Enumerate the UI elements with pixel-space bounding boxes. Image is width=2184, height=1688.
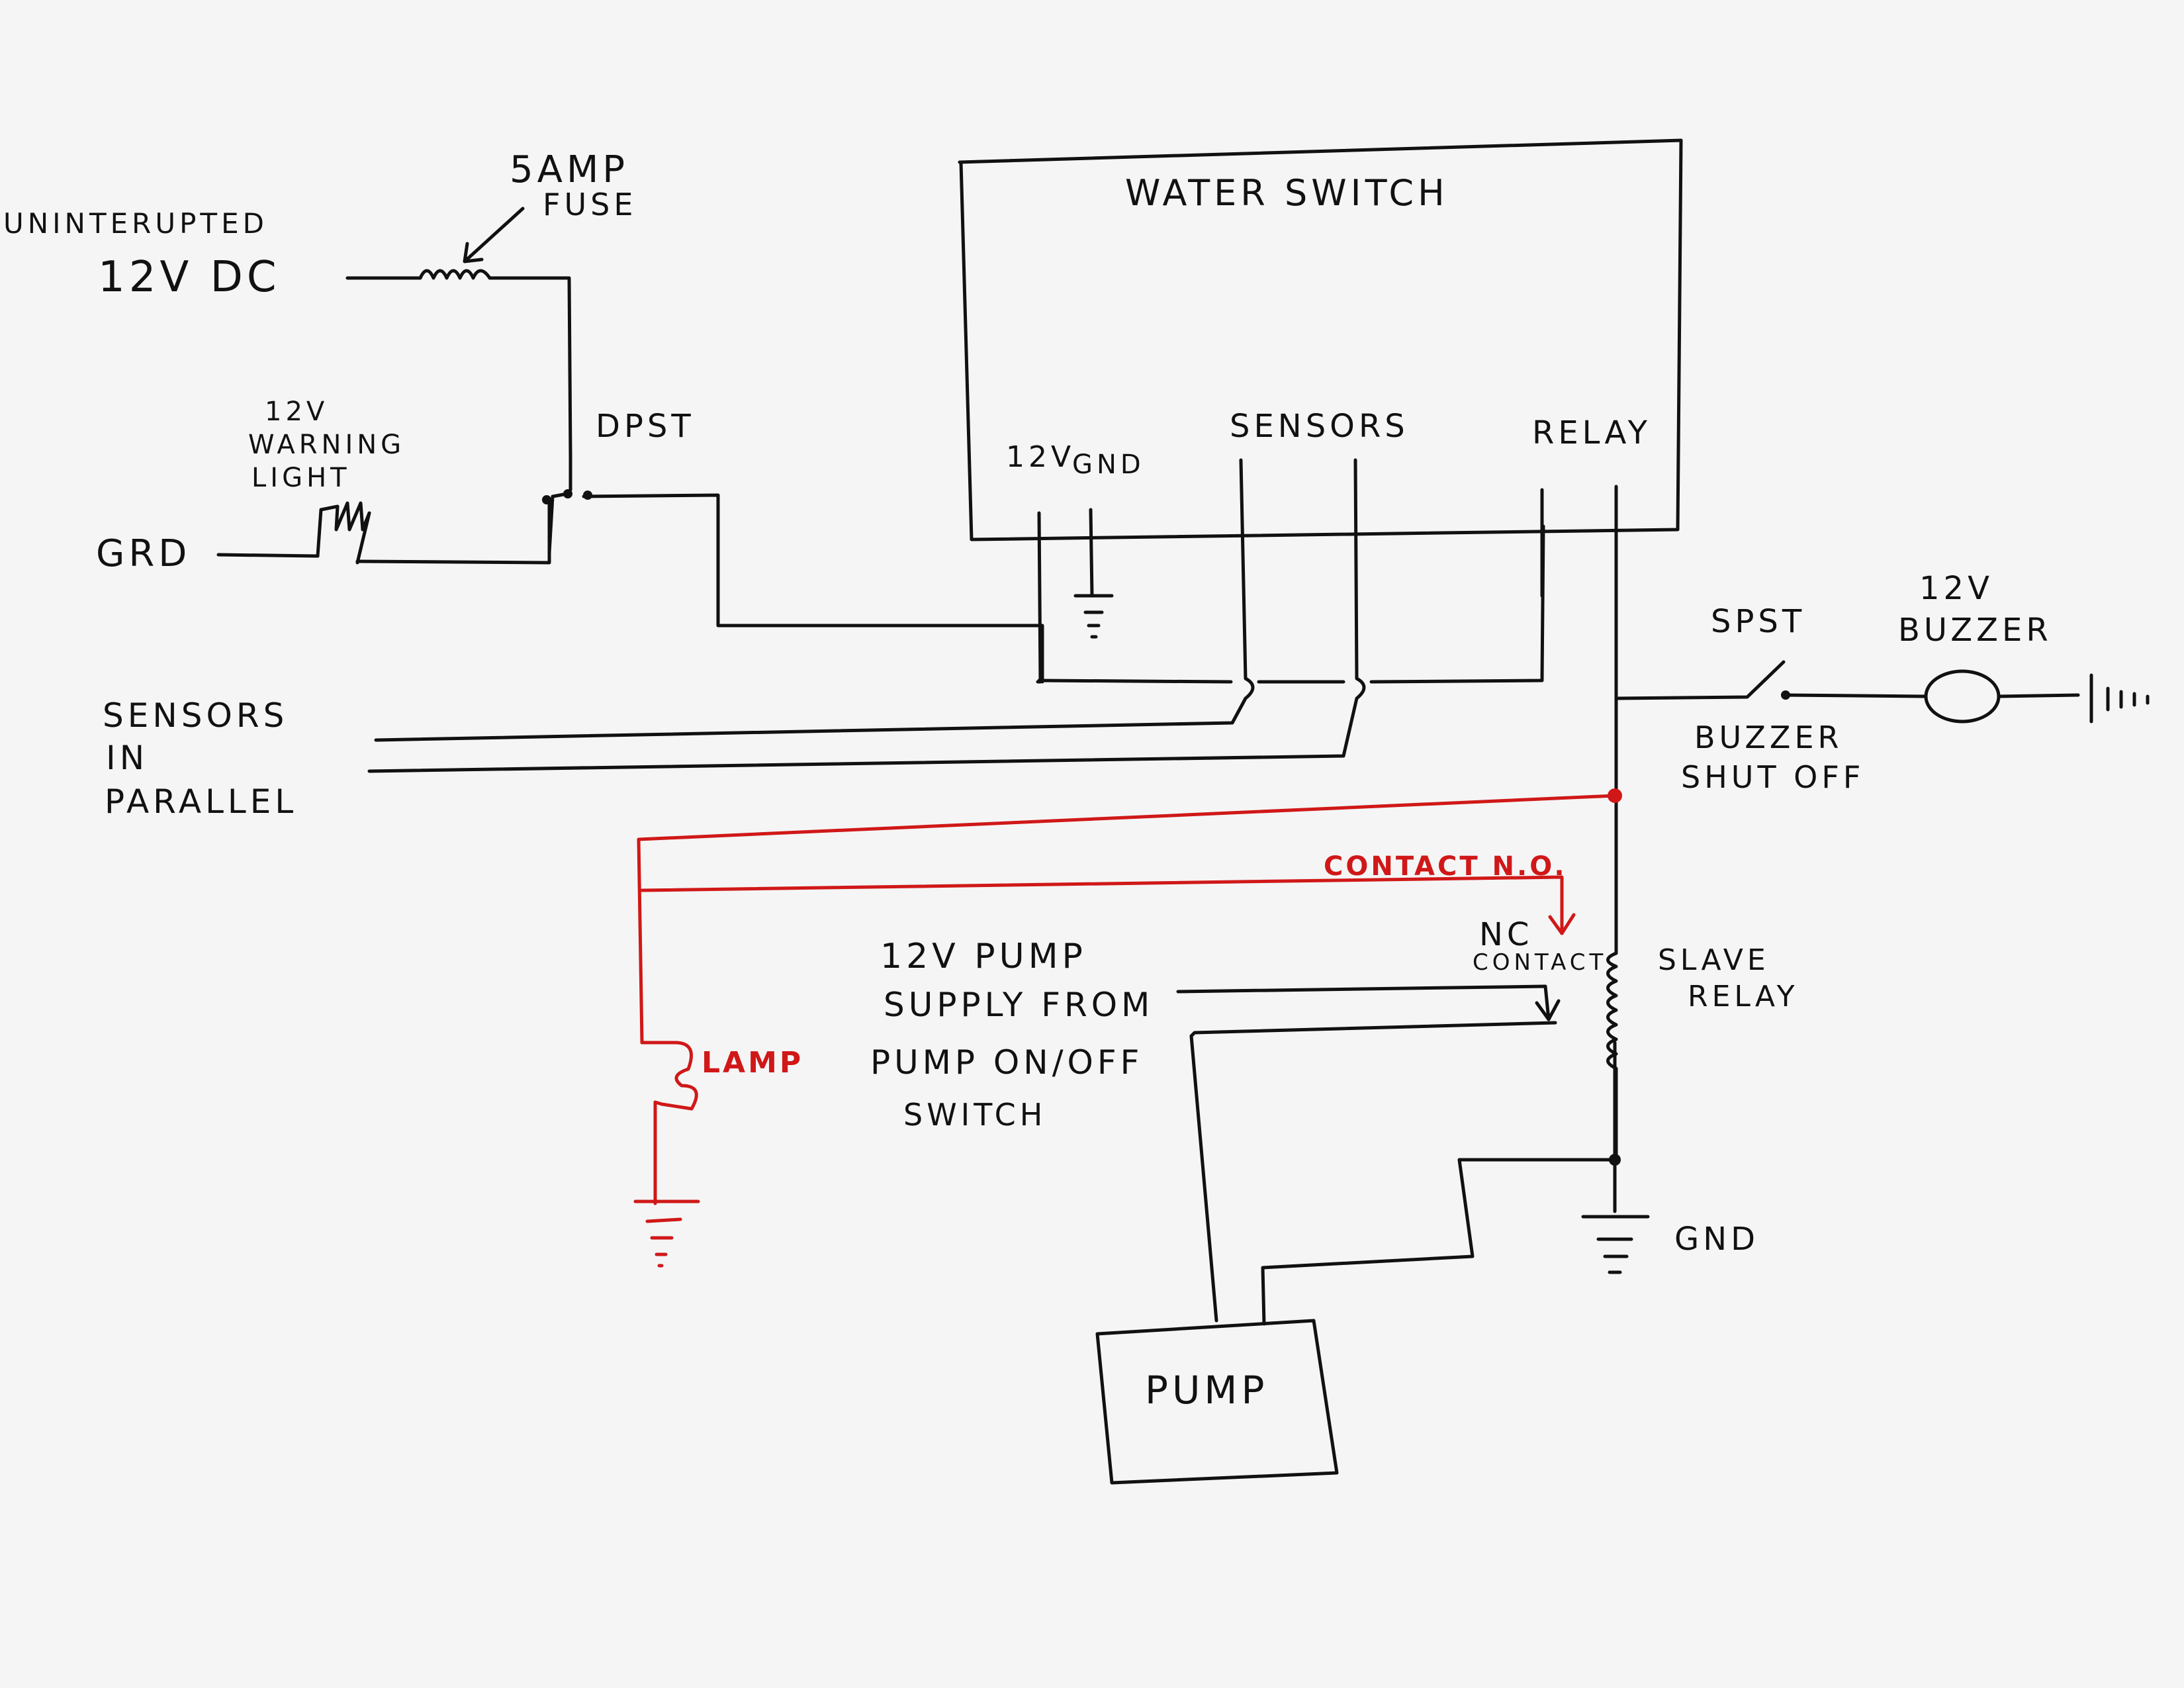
red-contact-arrow — [1548, 913, 1576, 935]
label-grd: GRD — [96, 532, 191, 575]
buzzer-ground-icon — [2089, 673, 2150, 724]
label-pump: PUMP — [1145, 1368, 1268, 1413]
black-wiring — [216, 138, 2150, 1485]
ws-gnd-ground-icon — [1073, 594, 1114, 639]
label-pump-supply-1: 12V PUMP — [880, 937, 1087, 976]
buzzer-branch-wire — [1614, 660, 2080, 700]
red-junction — [1608, 788, 1622, 803]
dpst-switch — [547, 455, 1044, 684]
spst-contact — [1781, 690, 1790, 700]
label-buzzer-shutoff-1: BUZZER — [1694, 720, 1843, 755]
lamp-ground-icon — [633, 1199, 700, 1268]
label-ws-gnd: GND — [1072, 449, 1145, 480]
sensor-wire-1 — [374, 458, 1255, 742]
label-ws-sensors: SENSORS — [1230, 408, 1409, 445]
label-slave-relay-1: SLAVE — [1658, 943, 1770, 977]
label-pump-supply-4: SWITCH — [903, 1097, 1046, 1133]
pump-supply-wire — [1176, 984, 1551, 1021]
fuse-arrow — [463, 207, 525, 263]
warning-light-icon — [316, 501, 371, 565]
label-warning-light-2: WARNING — [248, 430, 405, 460]
label-sensors-parallel-2: IN — [106, 739, 148, 777]
red-feed-wire — [637, 794, 1617, 1045]
sensor-common-wire — [1037, 524, 1545, 684]
label-pump-supply-3: PUMP ON/OFF — [870, 1043, 1143, 1082]
label-nc-contact: CONTACT — [1473, 949, 1607, 976]
ws-gnd-wire — [1089, 508, 1094, 598]
lamp-icon — [640, 1041, 698, 1205]
label-nc: NC — [1479, 916, 1533, 953]
dpst-contact-1 — [563, 489, 572, 498]
label-warning-light-3: LIGHT — [251, 463, 351, 493]
label-buzzer-shutoff-2: SHUT OFF — [1681, 759, 1864, 795]
grd-wire — [216, 501, 551, 565]
ws-12v-wire — [1036, 511, 1042, 684]
label-buzzer-1: 12V — [1919, 570, 1993, 607]
label-12v-dc: 12V DC — [98, 253, 281, 302]
sensor-wire-2 — [367, 458, 1366, 773]
label-spst: SPST — [1711, 603, 1805, 640]
label-contact-no: CONTACT N.O. — [1324, 851, 1567, 882]
label-buzzer-2: BUZZER — [1898, 612, 2052, 649]
red-wiring — [633, 788, 1622, 1268]
pump-return-wire — [1261, 1158, 1617, 1326]
red-contact-wire — [640, 875, 1564, 935]
label-slave-relay-2: RELAY — [1688, 980, 1798, 1013]
label-pump-supply-2: SUPPLY FROM — [884, 986, 1154, 1024]
diagram-labels: UNINTERUPTED 12V DC 5AMP FUSE DPST 12V W… — [3, 148, 2052, 1413]
label-ws-relay: RELAY — [1532, 414, 1651, 451]
label-fuse: FUSE — [543, 187, 637, 222]
label-water-switch: WATER SWITCH — [1125, 172, 1449, 214]
slave-relay-coil — [1606, 951, 1618, 1160]
gnd-ground-icon — [1581, 1215, 1650, 1274]
label-warning-light-1: 12V — [265, 397, 328, 427]
dpst-contact-2 — [583, 491, 592, 500]
fuse-coil — [418, 269, 492, 280]
pump-box — [1095, 1319, 1339, 1485]
label-sensors-parallel-3: PARALLEL — [105, 782, 297, 821]
label-ws-12v: 12V — [1006, 440, 1075, 474]
label-fuse-rating: 5AMP — [510, 148, 629, 191]
label-uninterrupted: UNINTERUPTED — [3, 207, 268, 240]
water-switch-box — [958, 138, 1683, 541]
label-dpst: DPST — [596, 408, 695, 445]
label-sensors-parallel-1: SENSORS — [103, 696, 288, 735]
label-gnd: GND — [1674, 1221, 1759, 1258]
pump-feed-wire — [1189, 1021, 1557, 1323]
buzzer-icon — [1924, 669, 2001, 724]
label-lamp: LAMP — [702, 1046, 803, 1080]
nc-contact-arrow — [1535, 999, 1561, 1021]
supply-wire — [345, 276, 572, 459]
